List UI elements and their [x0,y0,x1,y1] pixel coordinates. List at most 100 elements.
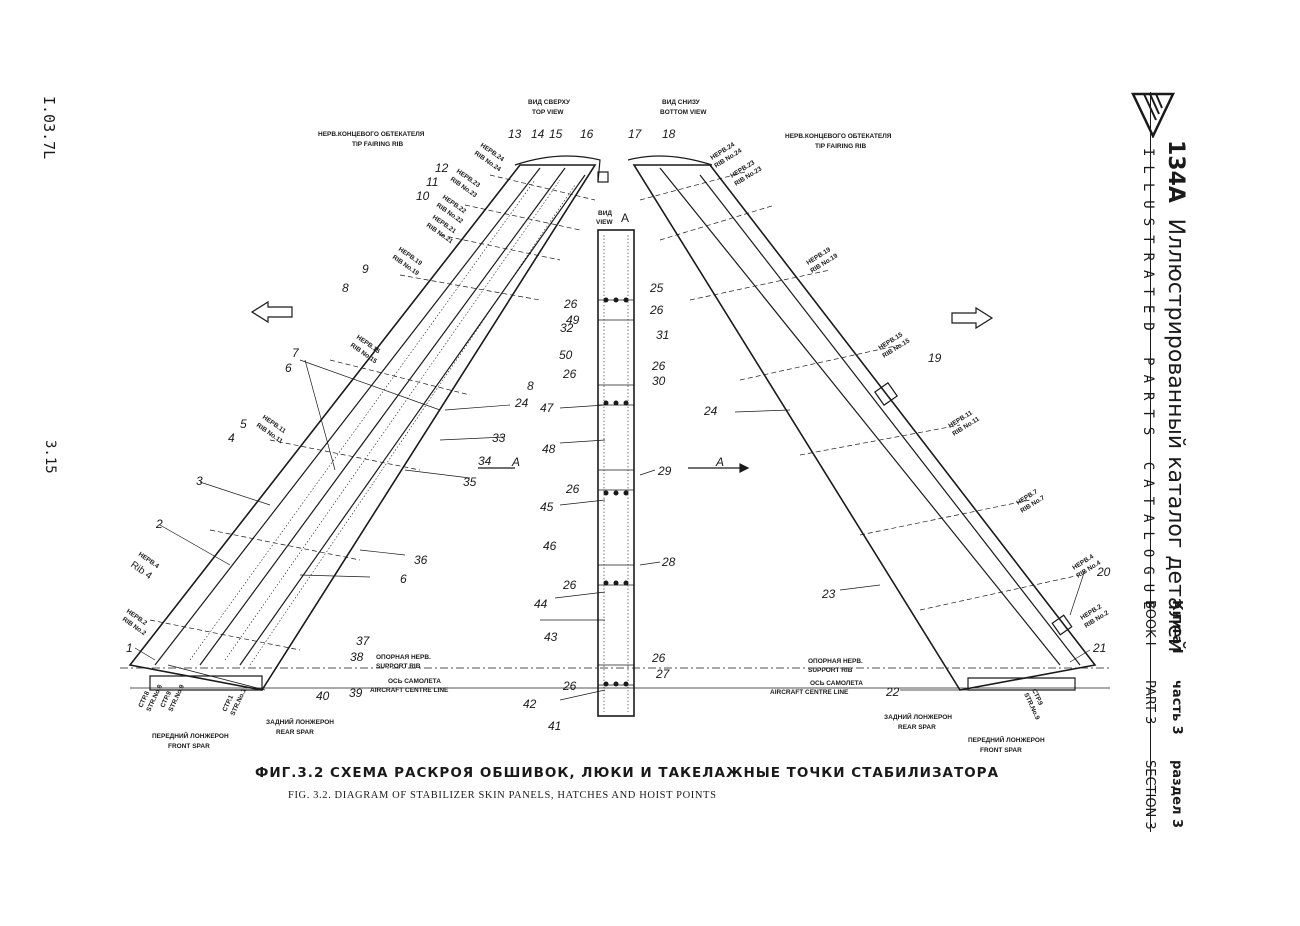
centre-line-right-en: AIRCRAFT CENTRE LINE [770,689,849,696]
support-rib-right-ru: ОПОРНАЯ НЕРВ. [808,658,863,665]
forward-arrow-left [250,300,293,324]
callout-43: 43 [544,630,558,644]
callout-16: 16 [580,127,594,141]
callout-24-left: 24 [514,396,529,410]
rear-spar-right-en: REAR SPAR [898,724,936,731]
section-a-left: A [511,455,520,469]
callout-4: 4 [228,431,235,445]
centre-line-left-ru: ОСЬ САМОЛЕТА [388,678,441,685]
callout-26-d: 26 [562,367,577,381]
callout-13: 13 [508,127,522,141]
callout-29: 29 [657,464,672,478]
callout-33: 33 [492,431,506,445]
rear-spar-left-en: REAR SPAR [276,729,314,736]
callout-5: 5 [240,417,247,431]
callout-30: 30 [652,374,666,388]
header-logo [1131,92,1175,139]
figure-caption-en: FIG. 3.2. DIAGRAM OF STABILIZER SKIN PAN… [288,790,717,801]
callout-47: 47 [540,401,555,415]
callout-26-c: 26 [651,359,666,373]
callout-49: 49 [566,313,580,327]
tip-rib-left-en: TIP FAIRING RIB [352,141,403,148]
callout-8-lower: 8 [527,379,534,393]
support-rib-right-en: SUPPORT RIB [808,667,853,674]
figure-caption-ru: ФИГ.3.2 СХЕМА РАСКРОЯ ОБШИВОК, ЛЮКИ И ТА… [255,765,1000,781]
callout-10: 10 [416,189,430,203]
front-spar-right-ru: ПЕРЕДНИЙ ЛОНЖЕРОН [968,735,1045,744]
callout-26-b: 26 [649,303,664,317]
callout-39: 39 [349,686,363,700]
callout-14: 14 [531,127,545,141]
callout-2: 2 [155,517,163,531]
view-a-strip [597,229,635,717]
forward-arrow-right [951,306,994,330]
callout-31: 31 [656,328,669,342]
callout-35: 35 [463,475,477,489]
right-tip-fairing [627,155,713,166]
callout-40: 40 [316,689,330,703]
callout-26-e: 26 [565,482,580,496]
callout-9: 9 [362,262,369,276]
callout-25: 25 [649,281,664,295]
support-rib-left-ru: ОПОРНАЯ НЕРВ. [376,654,431,661]
callout-19: 19 [928,351,942,365]
callout-26-h: 26 [562,679,577,693]
rear-spar-left-ru: ЗАДНИЙ ЛОНЖЕРОН [266,717,334,726]
callout-38: 38 [350,650,364,664]
callout-6: 6 [285,361,292,375]
callout-28: 28 [661,555,676,569]
callout-42: 42 [523,697,537,711]
callout-8: 8 [342,281,349,295]
callout-46: 46 [543,539,557,553]
tip-rib-right-ru: НЕРВ.КОНЦЕВОГО ОБТЕКАТЕЛЯ [785,133,892,140]
view-a-en: VIEW [596,219,613,226]
callout-3: 3 [196,474,203,488]
callout-50: 50 [559,348,573,362]
callout-11: 11 [426,175,438,189]
callout-1: 1 [126,641,133,655]
callout-12: 12 [435,161,449,175]
callout-17: 17 [628,127,643,141]
callout-24-right: 24 [703,404,718,418]
view-bottom-ru: ВИД СНИЗУ [662,99,701,106]
support-rib-left-en: SUPPORT RIB [376,663,421,670]
callout-22: 22 [885,685,900,699]
callout-32: 32 [560,321,574,335]
tip-rib-right-en: TIP FAIRING RIB [815,143,866,150]
callout-48: 48 [542,442,556,456]
callout-41: 41 [548,719,561,733]
front-spar-right-en: FRONT SPAR [980,747,1022,754]
right-root-strip [967,677,1076,691]
callout-26-g: 26 [651,651,666,665]
front-spar-left-en: FRONT SPAR [168,743,210,750]
centre-line-right-ru: ОСЬ САМОЛЕТА [810,680,863,687]
front-spar-left-ru: ПЕРЕДНИЙ ЛОНЖЕРОН [152,731,229,740]
right-panel-outline [632,164,1097,691]
callout-44: 44 [534,597,548,611]
left-tip-fairing [514,155,601,183]
header-divider [1150,92,1151,832]
callout-21: 21 [1092,641,1106,655]
view-a-ru: ВИД [598,210,612,217]
callout-37: 37 [356,634,371,648]
view-bottom-en: BOTTOM VIEW [660,109,707,116]
view-top-ru: ВИД СВЕРХУ [528,99,571,106]
callout-15: 15 [549,127,563,141]
callout-7: 7 [292,346,300,360]
tip-rib-left-ru: НЕРВ.КОНЦЕВОГО ОБТЕКАТЕЛЯ [318,131,425,138]
callout-34: 34 [478,454,492,468]
left-root-strip [149,675,263,691]
centre-line-left-en: AIRCRAFT CENTRE LINE [370,687,449,694]
left-panel-outline [128,164,597,691]
callout-23: 23 [821,587,836,601]
callout-6-lower: 6 [400,572,407,586]
view-a-letter: A [621,211,629,225]
callout-27: 27 [655,667,671,681]
callout-45: 45 [540,500,554,514]
rear-spar-right-ru: ЗАДНИЙ ЛОНЖЕРОН [884,712,952,721]
callout-36: 36 [414,553,428,567]
view-top-en: TOP VIEW [532,109,564,116]
callout-18: 18 [662,127,676,141]
callout-20: 20 [1096,565,1111,579]
